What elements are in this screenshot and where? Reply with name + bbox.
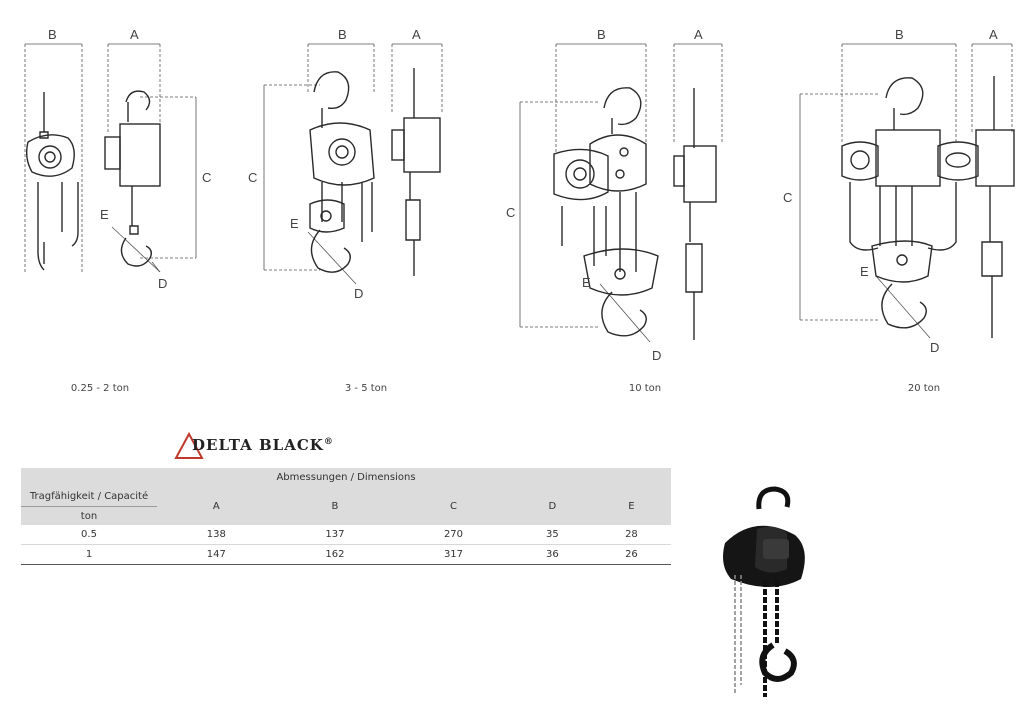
table-row: 1 147 162 317 36 26 <box>21 544 671 565</box>
dimension-label-d: D <box>930 340 939 355</box>
value-cell: 28 <box>591 525 671 545</box>
value-cell: 26 <box>591 544 671 565</box>
hoist-drawing-svg: B A C E D <box>506 27 723 363</box>
dimension-label-e: E <box>100 207 109 222</box>
dimension-label-b: B <box>895 27 904 42</box>
value-cell: 35 <box>512 525 592 545</box>
registered-mark: ® <box>323 437 334 447</box>
chain-hoist-photo <box>715 485 825 709</box>
dimension-label-b: B <box>48 27 57 42</box>
dimension-label-d: D <box>158 276 167 291</box>
figure-caption: 3 - 5 ton <box>344 383 388 394</box>
unit-header: ton <box>21 506 157 525</box>
column-header-d: D <box>512 487 592 525</box>
brand-logo: DELTA BLACK® <box>172 430 334 460</box>
hoist-drawing-0.25-2-ton: B A C E D <box>0 22 230 326</box>
column-header-e: E <box>591 487 671 525</box>
table-row: 0.5 138 137 270 35 28 <box>21 525 671 545</box>
value-cell: 137 <box>275 525 395 545</box>
dimension-label-b: B <box>338 27 347 42</box>
capacity-cell: 0.5 <box>21 525 157 545</box>
dimension-label-c: C <box>506 205 515 220</box>
capacity-cell: 1 <box>21 544 157 565</box>
dimension-label-e: E <box>290 216 299 231</box>
value-cell: 147 <box>157 544 276 565</box>
value-cell: 162 <box>275 544 395 565</box>
hoist-drawing-svg: B A C E D <box>248 27 443 301</box>
dimension-label-c: C <box>783 190 792 205</box>
figure-caption: 10 ton <box>628 383 662 394</box>
hoist-drawing-svg: B A C E D <box>783 27 1015 355</box>
triangle-logo-icon <box>174 431 204 459</box>
dimension-label-e: E <box>582 275 591 290</box>
value-cell: 36 <box>512 544 592 565</box>
dimensions-table: Abmessungen / Dimensions Tragfähigkeit /… <box>21 468 671 565</box>
figure-caption: 0.25 - 2 ton <box>70 383 130 394</box>
dimension-label-d: D <box>354 286 363 301</box>
dimension-label-c: C <box>248 170 257 185</box>
dimension-label-c: C <box>202 170 211 185</box>
dimension-label-b: B <box>597 27 606 42</box>
value-cell: 138 <box>157 525 276 545</box>
dimension-label-a: A <box>694 27 703 42</box>
capacity-header: Tragfähigkeit / Capacité <box>21 487 157 507</box>
column-header-c: C <box>394 487 513 525</box>
dimension-label-d: D <box>652 348 661 363</box>
dimension-label-a: A <box>130 27 139 42</box>
figure-caption: 20 ton <box>907 383 941 394</box>
hoist-drawing-10-ton: B A C E D <box>500 22 730 366</box>
brand-name: DELTA BLACK® <box>192 436 334 454</box>
brand-name-text: DELTA BLACK <box>192 436 324 454</box>
value-cell: 270 <box>394 525 513 545</box>
dimension-label-e: E <box>860 264 869 279</box>
table-group-header: Abmessungen / Dimensions <box>21 468 671 487</box>
value-cell: 317 <box>394 544 513 565</box>
dimension-label-a: A <box>989 27 998 42</box>
column-header-b: B <box>275 487 395 525</box>
dimension-label-a: A <box>412 27 421 42</box>
hoist-drawing-20-ton: B A C E D <box>780 22 1025 366</box>
column-header-a: A <box>157 487 276 525</box>
chain-hoist-illustration <box>723 486 805 697</box>
hoist-drawing-3-5-ton: B A C E D <box>248 22 480 326</box>
hoist-drawing-svg: B A C E D <box>24 27 211 291</box>
